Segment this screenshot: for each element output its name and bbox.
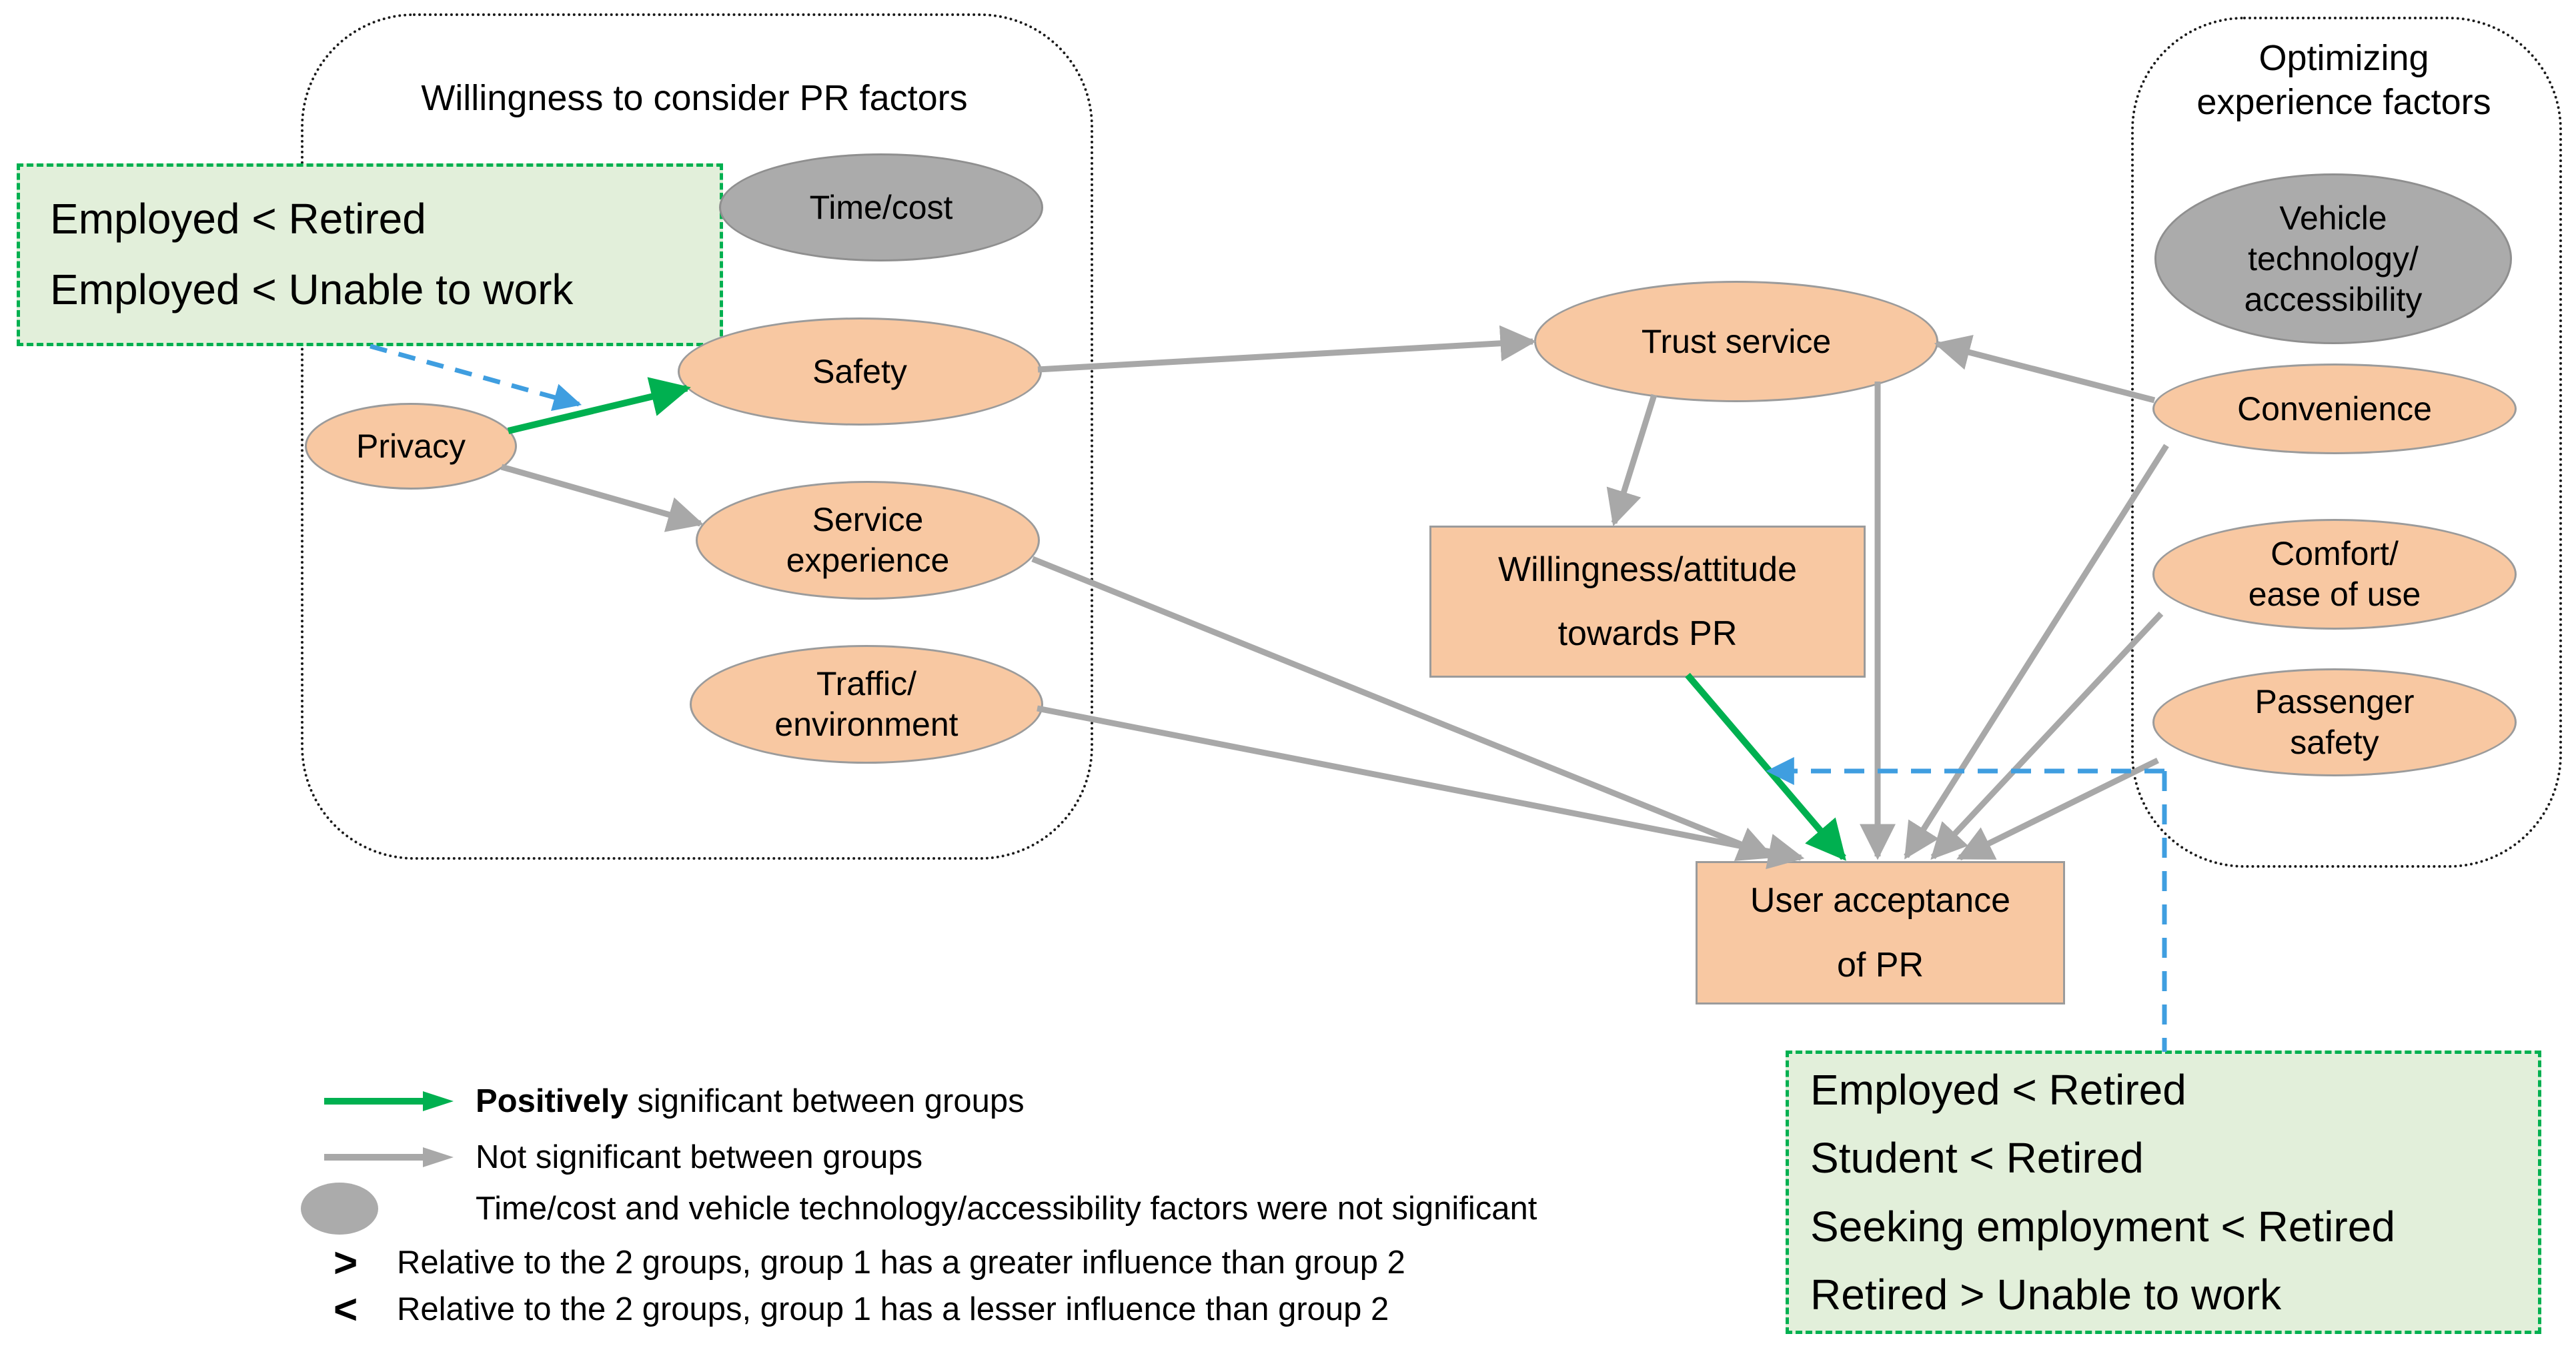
node-service-experience: Service experience — [696, 481, 1040, 600]
note-line: Employed < Retired — [1810, 1065, 2186, 1114]
node-vehicle-technology-label: Vehicle technology/ accessibility — [2244, 199, 2423, 318]
less-than-symbol: < — [334, 1286, 358, 1333]
legend-label: Relative to the 2 groups, group 1 has a … — [397, 1291, 1389, 1327]
edge-comfort-to-user-acceptance — [1930, 611, 2164, 860]
node-user-acceptance: User acceptance of PR — [1696, 861, 2065, 1004]
legend-label-bold: Positively — [476, 1083, 628, 1119]
note-line: Student < Retired — [1810, 1134, 2144, 1183]
right-factor-group-box — [2131, 17, 2562, 868]
gray-arrow-icon — [323, 1143, 476, 1172]
node-vehicle-technology: Vehicle technology/ accessibility — [2154, 173, 2512, 344]
green-arrow-icon — [323, 1087, 476, 1116]
node-convenience-label: Convenience — [2237, 390, 2432, 428]
legend-label: Not significant between groups — [476, 1139, 923, 1175]
legend-row-positively-significant: Positively significant between groups — [323, 1077, 1025, 1126]
edge-convenience-to-user-acceptance — [1904, 444, 2169, 860]
node-willingness-attitude: Willingness/attitude towards PR — [1429, 526, 1866, 678]
node-safety: Safety — [678, 317, 1042, 426]
node-service-experience-label: Service experience — [786, 501, 950, 579]
node-passenger-safety-label: Passenger safety — [2255, 683, 2415, 761]
note-line: Employed < Unable to work — [50, 265, 574, 313]
node-trust-service-label: Trust service — [1641, 322, 1832, 360]
node-convenience: Convenience — [2152, 364, 2517, 454]
left-factor-group-box — [301, 13, 1093, 860]
edge-passenger-safety-to-user-acceptance — [1956, 757, 2159, 861]
legend-label: Relative to the 2 groups, group 1 has a … — [397, 1245, 1405, 1281]
legend-row-not-significant-factors: Time/cost and vehicle technology/accessi… — [298, 1181, 1537, 1237]
left-panel-title: Willingness to consider PR factors — [421, 78, 968, 118]
edge-willingness-to-user-acceptance-positive — [1685, 672, 1846, 861]
edge-safety-to-trust-service — [1037, 325, 1537, 373]
note-line: Retired > Unable to work — [1810, 1270, 2282, 1319]
gray-ellipse-icon — [298, 1181, 476, 1237]
greater-than-symbol: > — [334, 1239, 358, 1286]
legend-label: Time/cost and vehicle technology/accessi… — [476, 1191, 1537, 1227]
edge-trust-service-to-willingness — [1606, 394, 1658, 527]
edge-traffic-environment-to-user-acceptance — [1037, 705, 1805, 870]
node-user-acceptance-label: User acceptance of PR — [1750, 881, 2011, 984]
note-top-left-group-differences: Employed < Retired Employed < Unable to … — [17, 163, 723, 346]
node-passenger-safety: Passenger safety — [2152, 668, 2517, 776]
legend-row-lesser-influence: < Relative to the 2 groups, group 1 has … — [334, 1285, 1389, 1334]
node-time-cost: Time/cost — [719, 153, 1043, 261]
node-traffic-environment-label: Traffic/ environment — [774, 665, 958, 743]
node-comfort-ease-of-use-label: Comfort/ ease of use — [2248, 535, 2421, 613]
edge-convenience-to-trust-service — [1934, 335, 2156, 404]
note-bottom-right-group-differences: Employed < Retired Student < Retired See… — [1786, 1051, 2541, 1334]
node-trust-service: Trust service — [1534, 281, 1938, 402]
legend-label: significant between groups — [628, 1083, 1025, 1119]
node-traffic-environment: Traffic/ environment — [690, 645, 1043, 764]
note-line: Employed < Retired — [50, 195, 426, 243]
node-privacy: Privacy — [305, 403, 517, 490]
node-privacy-label: Privacy — [356, 427, 466, 465]
node-willingness-attitude-label: Willingness/attitude towards PR — [1498, 550, 1797, 653]
node-time-cost-label: Time/cost — [809, 188, 953, 226]
node-safety-label: Safety — [812, 352, 907, 390]
note-line: Seeking employment < Retired — [1810, 1202, 2395, 1251]
right-panel-title: Optimizing experience factors — [2196, 38, 2491, 122]
legend-row-greater-influence: > Relative to the 2 groups, group 1 has … — [334, 1238, 1405, 1287]
legend-row-not-significant: Not significant between groups — [323, 1133, 922, 1182]
node-comfort-ease-of-use: Comfort/ ease of use — [2152, 519, 2517, 630]
